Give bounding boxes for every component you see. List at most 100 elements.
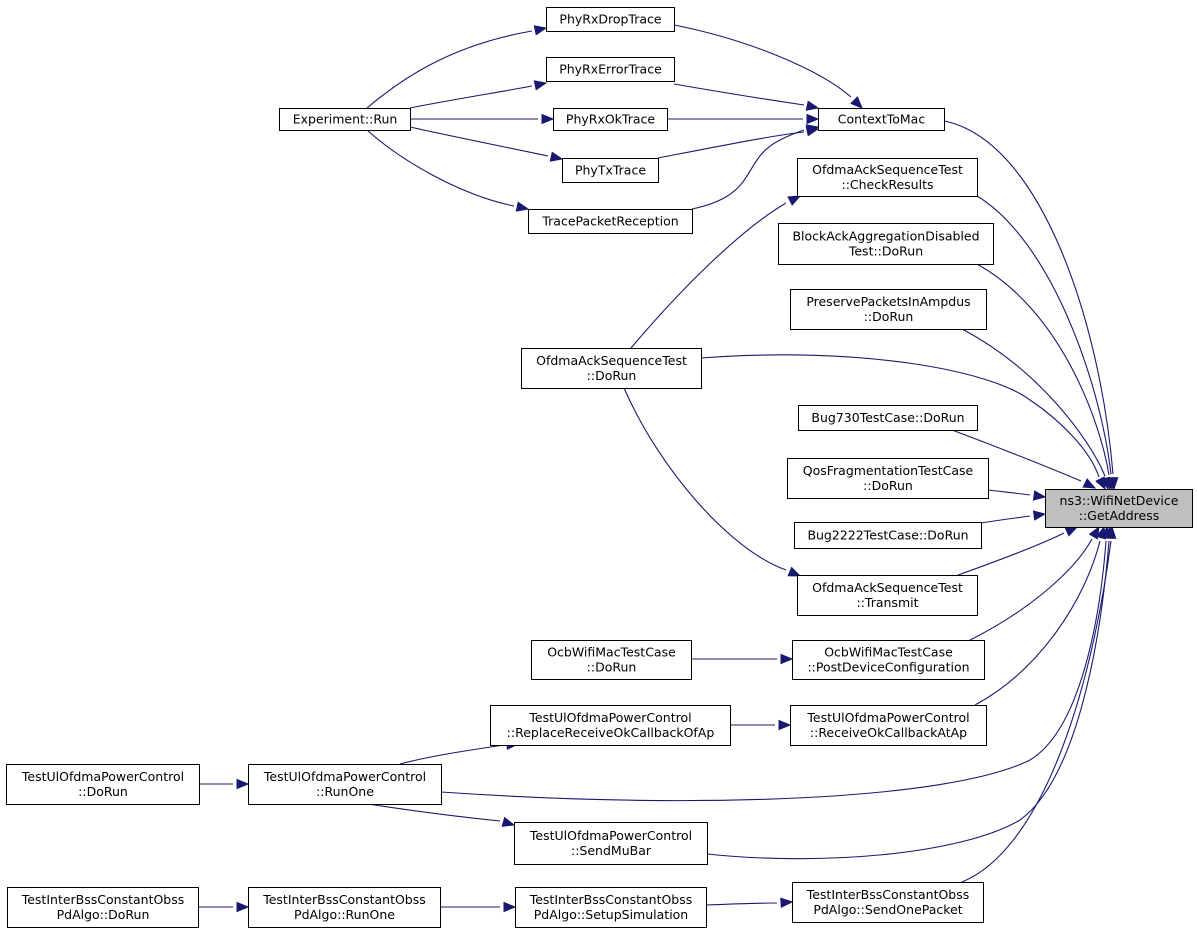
arrowhead (787, 566, 802, 577)
edge-tracepacketreception-to-contexttomac (691, 124, 820, 210)
edge-line (409, 85, 533, 109)
node-intersendone[interactable]: TestInterBssConstantObssPdAlgo::SendOneP… (792, 882, 984, 923)
node-label-line: PhyTxTrace (575, 163, 646, 178)
edge-line (706, 540, 1110, 860)
node-box (490, 705, 731, 746)
node-box (515, 887, 707, 928)
node-ulreplace[interactable]: TestUlOfdmaPowerControl::ReplaceReceiveO… (490, 705, 731, 746)
edge-experimentrun-to-phyrxdroptrace (366, 25, 548, 109)
node-phytxtrace[interactable]: PhyTxTrace (562, 158, 659, 183)
arrowhead (787, 195, 802, 206)
node-intersetup[interactable]: TestInterBssConstantObssPdAlgo::SetupSim… (515, 887, 707, 928)
node-label-line: PdAlgo::SetupSimulation (534, 907, 688, 922)
edge-experimentrun-to-phytxtrace (409, 126, 564, 162)
node-label-line: PreservePacketsInAmpdus (806, 294, 970, 309)
node-phyrxoktrace[interactable]: PhyRxOkTrace (553, 108, 668, 131)
arrowhead (236, 778, 250, 790)
node-qosfrag[interactable]: QosFragmentationTestCase::DoRun (787, 458, 989, 499)
node-label-line: Bug730TestCase::DoRun (811, 410, 964, 425)
node-ocbpostdevice[interactable]: OcbWifiMacTestCase::PostDeviceConfigurat… (792, 640, 985, 680)
arrowhead (1032, 490, 1047, 501)
node-tracepacketreception[interactable]: TracePacketReception (528, 209, 693, 234)
node-label-line: TracePacketReception (541, 214, 678, 229)
arrowhead (1095, 476, 1106, 491)
edge-line (367, 803, 501, 822)
node-label-line: TestUlOfdmaPowerControl (806, 710, 969, 725)
node-bug730[interactable]: Bug730TestCase::DoRun (798, 405, 978, 431)
arrowhead (780, 897, 794, 908)
node-uldorun[interactable]: TestUlOfdmaPowerControl::DoRun (6, 764, 200, 805)
node-box (248, 764, 442, 805)
node-label-line: ::PostDeviceConfiguration (807, 660, 969, 675)
node-label-line: PhyRxOkTrace (566, 112, 655, 127)
node-bug2222[interactable]: Bug2222TestCase::DoRun (794, 522, 982, 549)
node-label-line: Bug2222TestCase::DoRun (807, 528, 968, 543)
node-box (792, 882, 984, 923)
node-label-line: ns3::WifiNetDevice (1060, 493, 1179, 508)
node-label-line: PhyRxErrorTrace (559, 62, 662, 77)
node-label-line: TestUlOfdmaPowerControl (21, 769, 184, 784)
node-preservedorun[interactable]: PreservePacketsInAmpdus::DoRun (790, 289, 987, 330)
node-ocbdorun[interactable]: OcbWifiMacTestCase::DoRun (531, 640, 692, 680)
node-label-line: PdAlgo::SendOnePacket (813, 902, 962, 917)
node-phyrxdroptrace[interactable]: PhyRxDropTrace (546, 7, 675, 32)
node-ofdmadorun[interactable]: OfdmaAckSequenceTest::DoRun (521, 348, 702, 389)
node-box (562, 158, 659, 183)
arrowhead (503, 901, 517, 913)
edge-ofdmacheckresults-to-getaddress (976, 195, 1117, 491)
node-label-line: QosFragmentationTestCase (803, 463, 974, 478)
edge-ofdmadorun-to-ofdmatransmit (623, 387, 802, 577)
arrowhead (549, 151, 564, 162)
edge-experimentrun-to-tracepacketreception (366, 129, 530, 212)
node-label-line: TestInterBssConstantObss (262, 892, 426, 907)
node-ofdmacheckresults[interactable]: OfdmaAckSequenceTest::CheckResults (797, 158, 978, 197)
arrowhead (501, 816, 516, 827)
edge-line (623, 387, 787, 571)
edge-line (673, 83, 805, 106)
node-label-line: OfdmaAckSequenceTest (812, 162, 963, 177)
edge-line (366, 129, 515, 207)
node-box (531, 640, 692, 680)
edge-phyrxoktrace-to-contexttomac (667, 113, 820, 125)
edge-bug730-to-getaddress (951, 429, 1097, 489)
node-label-line: ::GetAddress (1079, 508, 1159, 523)
node-label-line: TestUlOfdmaPowerControl (529, 828, 692, 843)
node-contexttomac[interactable]: ContextToMac (818, 108, 945, 131)
node-label-line: ::DoRun (587, 368, 637, 383)
arrowhead (236, 901, 250, 913)
edge-line (957, 532, 1065, 576)
edge-line (980, 515, 1031, 524)
edge-uldorun-to-ulrunone (199, 778, 250, 790)
node-experimentrun[interactable]: Experiment::Run (279, 108, 411, 131)
node-getaddress[interactable]: ns3::WifiNetDevice::GetAddress (1045, 489, 1193, 528)
node-ulsendmubar[interactable]: TestUlOfdmaPowerControl::SendMuBar (514, 822, 708, 865)
edge-interdorun-to-interrunone (197, 901, 250, 913)
edge-bug2222-to-getaddress (980, 510, 1047, 524)
edge-line (657, 131, 805, 159)
edge-ulreceiveok-to-getaddress (974, 525, 1106, 706)
node-phyrxerrortrace[interactable]: PhyRxErrorTrace (546, 57, 675, 82)
arrowhead (1064, 526, 1079, 537)
edge-intersetup-to-intersendone (705, 897, 794, 908)
node-label-line: TestUlOfdmaPowerControl (528, 710, 691, 725)
node-box (553, 108, 668, 131)
node-ulreceiveok[interactable]: TestUlOfdmaPowerControl::ReceiveOkCallba… (790, 705, 987, 746)
node-label-line: PhyRxDropTrace (559, 12, 661, 27)
edge-ocbdorun-to-ocbpostdevice (690, 653, 794, 665)
arrowhead (533, 80, 548, 91)
node-label-line: OcbWifiMacTestCase (824, 645, 953, 660)
node-ulrunone[interactable]: TestUlOfdmaPowerControl::RunOne (248, 764, 442, 805)
node-ofdmatransmit[interactable]: OfdmaAckSequenceTest::Transmit (797, 575, 978, 616)
arrowhead (806, 113, 820, 125)
node-box (546, 7, 675, 32)
edge-ocbpostdevice-to-getaddress (969, 525, 1100, 641)
node-label-line: TestInterBssConstantObss (806, 887, 970, 902)
node-label-line: ::ReplaceReceiveOkCallbackOfAp (507, 725, 715, 740)
edge-intersendone-to-getaddress (961, 525, 1117, 883)
node-label-line: TestInterBssConstantObss (529, 892, 693, 907)
edge-line (976, 263, 1110, 476)
